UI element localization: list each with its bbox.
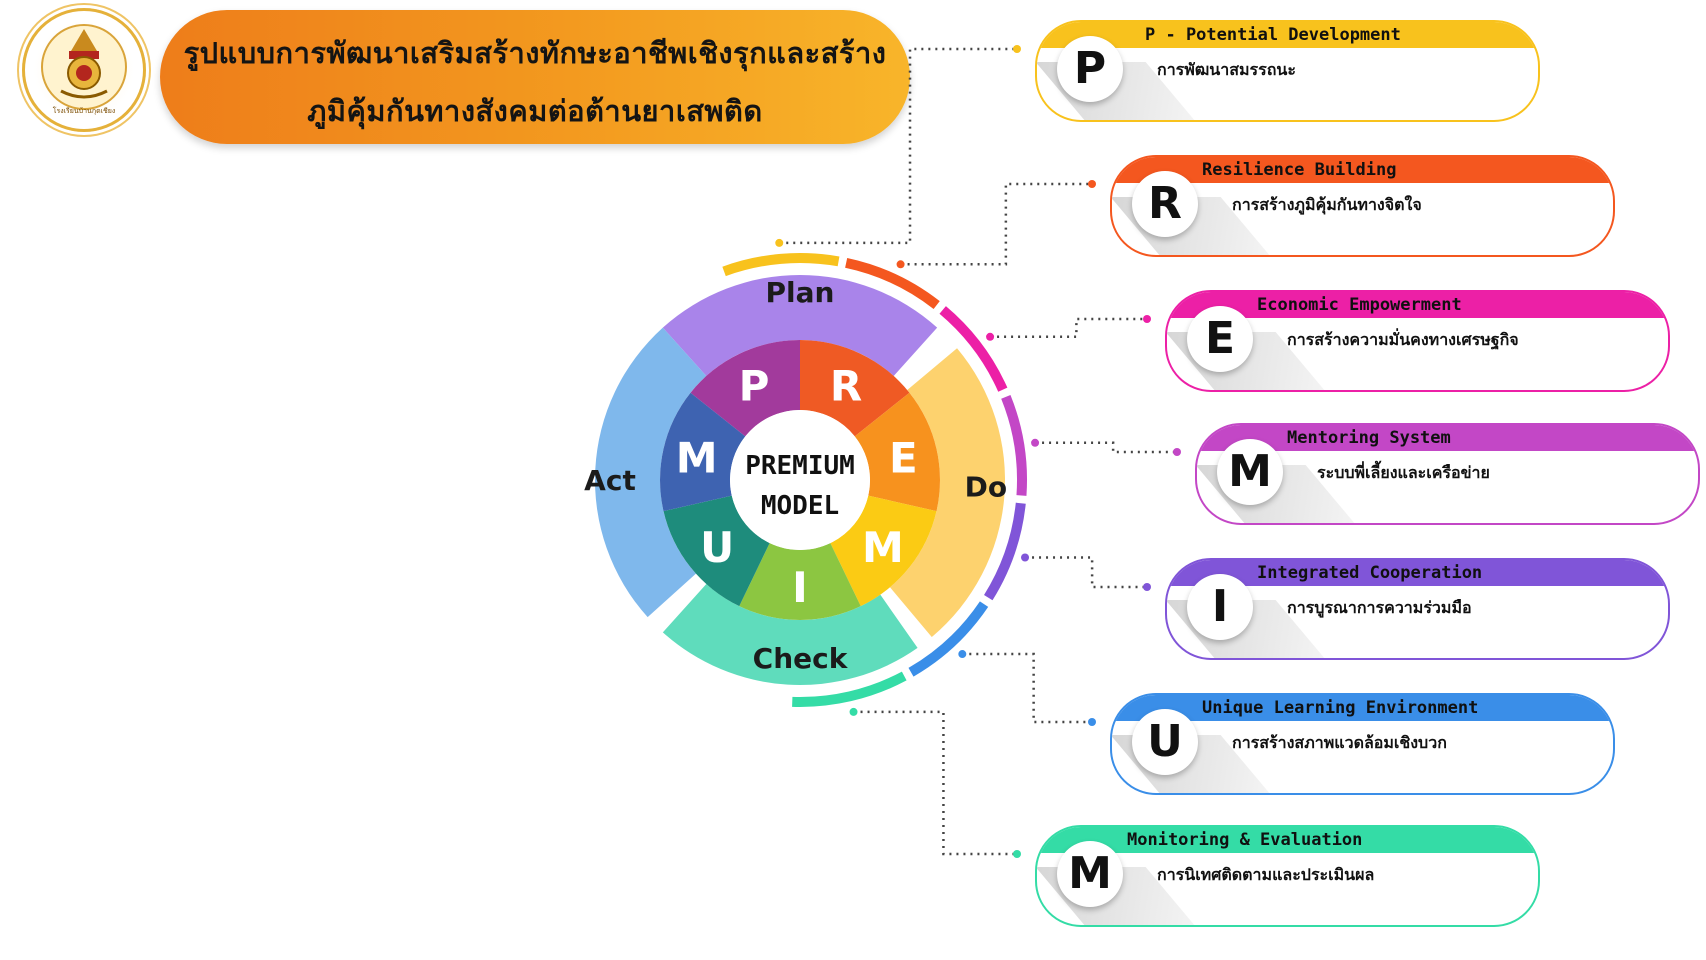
title-line-2: ภูมิคุ้มกันทางสังคมต่อต้านยาเสพติด	[307, 94, 763, 128]
component-header-bar	[1037, 827, 1538, 853]
component-title: Unique Learning Environment	[1202, 698, 1479, 718]
connector-dot-start-3	[1031, 438, 1040, 447]
cycle-segment-do	[889, 348, 1005, 638]
component-letter-badge: U	[1132, 709, 1198, 775]
center-hub	[730, 410, 870, 550]
connector-dot-start-1	[896, 260, 905, 269]
connector-dot-end-5	[1088, 718, 1096, 726]
component-title: Economic Empowerment	[1257, 295, 1462, 315]
emblem-icon	[41, 24, 127, 110]
component-header-bar	[1037, 22, 1538, 48]
component-letter-badge: E	[1187, 306, 1253, 372]
outer-arc-6	[792, 671, 907, 707]
outer-arc-3	[1001, 394, 1027, 496]
component-description: การพัฒนาสมรรถนะ	[1157, 60, 1296, 79]
connector-line-0	[779, 47, 1017, 245]
component-title: Integrated Cooperation	[1257, 563, 1483, 583]
component-card-0: P P - Potential Development การพัฒนาสมรรถน…	[1035, 20, 1540, 122]
component-header-bar	[1167, 560, 1668, 586]
component-title: Mentoring System	[1287, 428, 1451, 448]
center-title-line-2: MODEL	[761, 491, 839, 521]
connector-line-5	[962, 652, 1092, 724]
connector-dot-end-0	[1013, 45, 1021, 53]
connector-dot-start-5	[958, 650, 967, 659]
connector-line-3	[1035, 441, 1177, 454]
wheel-letter-6: M	[676, 433, 718, 482]
connector-dot-start-6	[849, 707, 858, 716]
outer-arc-2	[939, 306, 1008, 392]
component-header-bar	[1112, 695, 1613, 721]
connector-line-2	[990, 317, 1147, 339]
component-description: การสร้างความมั่นคงทางเศรษฐกิจ	[1287, 330, 1519, 349]
component-description: การสร้างสภาพแวดล้อมเชิงบวก	[1232, 733, 1447, 752]
cycle-segment-act	[595, 327, 707, 618]
connector-dot-end-2	[1143, 315, 1151, 323]
component-letter-badge: M	[1057, 841, 1123, 907]
outer-arc-1	[845, 257, 940, 310]
cycle-label-check: Check	[753, 642, 849, 675]
component-description: การสร้างภูมิคุ้มกันทางจิตใจ	[1232, 195, 1422, 214]
connector-dot-start-0	[775, 238, 784, 247]
wheel-slice-p-0	[690, 340, 800, 437]
cycle-label-plan: Plan	[766, 276, 835, 309]
connector-line-6	[853, 710, 1017, 856]
wheel-letter-4: I	[792, 563, 808, 612]
wheel-slice-m-6	[660, 392, 746, 512]
outer-arc-0	[722, 253, 840, 277]
outer-arc-4	[984, 502, 1026, 601]
connector-dot-end-4	[1143, 583, 1151, 591]
component-header-bar	[1167, 292, 1668, 318]
connector-line-1	[900, 182, 1092, 266]
connector-dot-start-4	[1021, 553, 1030, 562]
school-logo: โรงเรียนบ้านกุดเชียง	[22, 8, 146, 132]
component-letter-badge: R	[1132, 171, 1198, 237]
component-title: Resilience Building	[1202, 160, 1397, 180]
cycle-label-do: Do	[965, 470, 1007, 503]
wheel-letter-2: E	[889, 433, 918, 482]
connector-dot-end-1	[1088, 180, 1096, 188]
wheel-letter-0: P	[739, 361, 770, 410]
wheel-slice-m-3	[830, 495, 937, 607]
component-letter-badge: I	[1187, 574, 1253, 640]
connector-dot-end-6	[1013, 850, 1021, 858]
title-banner: รูปแบบการพัฒนาเสริมสร้างทักษะอาชีพเชิงรุ…	[160, 10, 910, 144]
wheel-letter-3: M	[862, 523, 904, 572]
wheel-slice-r-1	[800, 340, 910, 437]
component-title: P - Potential Development	[1145, 25, 1401, 45]
cycle-segment-plan	[662, 275, 938, 376]
wheel-letter-1: R	[830, 361, 862, 410]
wheel-slice-u-5	[663, 495, 770, 607]
wheel-slice-e-2	[854, 392, 940, 512]
wheel-slice-i-4	[739, 543, 861, 620]
component-header-bar	[1197, 425, 1698, 451]
title-line-1: รูปแบบการพัฒนาเสริมสร้างทักษะอาชีพเชิงรุ…	[183, 36, 887, 70]
connector-dot-end-3	[1173, 448, 1181, 456]
component-description: การนิเทศติดตามและประเมินผล	[1157, 865, 1375, 884]
cycle-segment-check	[662, 584, 918, 685]
cycle-label-act: Act	[584, 464, 636, 497]
component-header-bar	[1112, 157, 1613, 183]
component-title: Monitoring & Evaluation	[1127, 830, 1363, 850]
outer-arc-5	[908, 601, 989, 677]
component-letter-badge: M	[1217, 439, 1283, 505]
component-description: การบูรณาการความร่วมมือ	[1287, 598, 1472, 617]
center-title-line-1: PREMIUM	[745, 451, 855, 481]
component-description: ระบบพี่เลี้ยงและเครือข่าย	[1317, 463, 1490, 482]
logo-caption: โรงเรียนบ้านกุดเชียง	[52, 107, 116, 115]
connector-dot-start-2	[986, 332, 995, 341]
connector-line-4	[1025, 556, 1147, 589]
component-letter-badge: P	[1057, 36, 1123, 102]
wheel-letter-5: U	[700, 523, 734, 572]
